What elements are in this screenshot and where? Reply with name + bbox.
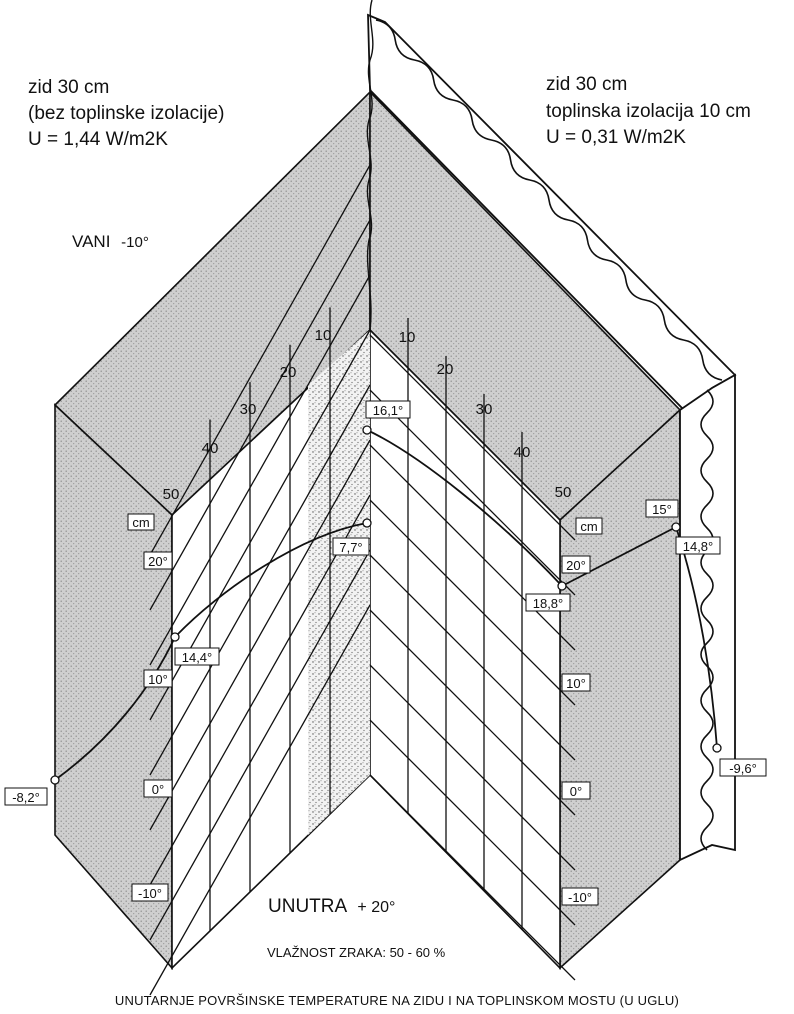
grid-left-row-1 xyxy=(149,164,371,556)
grid-right-row-4 xyxy=(369,499,576,706)
grid-right-row-9 xyxy=(369,774,576,981)
point-left-inner xyxy=(170,632,180,642)
dist-right-20: 20 xyxy=(437,361,454,378)
temp-right-m10: -10° xyxy=(568,890,592,905)
dist-left-20: 20 xyxy=(280,364,297,381)
point-right-inner xyxy=(557,581,567,591)
humidity-label: VLAŽNOST ZRAKA: 50 - 60 % xyxy=(267,945,446,960)
right-wall-line3: U = 0,31 W/m2K xyxy=(546,127,686,148)
tbox-right-0 xyxy=(561,781,591,800)
rbox-corner-uninsulated xyxy=(332,537,370,556)
tbox-right-20 xyxy=(561,555,591,574)
outside-label: VANI -10° xyxy=(72,232,149,251)
distance-scale-right: 10 20 30 40 50 xyxy=(399,329,572,501)
temp-left-m10: -10° xyxy=(138,886,162,901)
grid-right-row-6 xyxy=(369,609,576,816)
temp-right-20: 20° xyxy=(566,558,586,573)
inside-temp: + 20° xyxy=(357,899,395,916)
outside-text: VANI xyxy=(72,232,110,251)
reading-corner-uninsulated: 7,7° xyxy=(339,540,362,555)
wall-body xyxy=(53,90,682,971)
right-wall-line2: toplinska izolacija 10 cm xyxy=(546,101,751,122)
grid-right-row-7 xyxy=(369,664,576,871)
dist-left-10: 10 xyxy=(315,327,332,344)
tbox-left-10 xyxy=(143,669,173,688)
left-wall-line1: zid 30 cm xyxy=(28,77,109,98)
figure-caption: UNUTARNJE POVRŠINSKE TEMPERATURE NA ZIDU… xyxy=(115,993,679,1008)
distance-scale-left: 10 20 30 40 50 xyxy=(163,327,332,503)
point-corner-insulated xyxy=(362,425,372,435)
temp-left-0: 0° xyxy=(152,782,164,797)
temp-right-0: 0° xyxy=(570,784,582,799)
insulation-wave-top xyxy=(375,19,723,381)
grid-left-row-5 xyxy=(149,384,371,776)
boxed-labels: cm cm 20° 10° 0° -10° 20° 10° 0° -10° 16… xyxy=(4,400,767,906)
grid-left-row-7 xyxy=(149,494,371,886)
tbox-left-0 xyxy=(143,779,173,798)
tbox-left-20 xyxy=(143,551,173,570)
point-insulation-outer xyxy=(712,743,722,753)
grid-left-row-2 xyxy=(149,219,371,611)
rbox-insulation-mid xyxy=(675,536,721,555)
reading-left-inner: 14,4° xyxy=(182,650,213,665)
tbox-right-m10 xyxy=(561,887,599,906)
reading-insulation-outer: -9,6° xyxy=(729,761,757,776)
left-wall-line2: (bez toplinske izolacije) xyxy=(28,103,224,124)
unit-right: cm xyxy=(580,519,597,534)
tbox-right-10 xyxy=(561,673,591,692)
reading-insulation-mid: 14,8° xyxy=(683,539,714,554)
measurement-grid xyxy=(149,164,576,996)
dist-right-30: 30 xyxy=(476,401,493,418)
measurement-points xyxy=(50,425,722,785)
temp-left-20: 20° xyxy=(148,554,168,569)
right-wall-description: zid 30 cm toplinska izolacija 10 cm U = … xyxy=(546,74,751,148)
dist-right-40: 40 xyxy=(514,444,531,461)
point-left-outer xyxy=(50,775,60,785)
insulation-side-band xyxy=(679,373,736,862)
reading-right-inner: 18,8° xyxy=(533,596,564,611)
inside-text: UNUTRA xyxy=(268,896,347,917)
outside-temp: -10° xyxy=(121,234,149,251)
unit-box-left xyxy=(127,513,155,531)
dist-left-30: 30 xyxy=(240,401,257,418)
rbox-left-inner xyxy=(174,647,220,666)
left-wall-line3: U = 1,44 W/m2K xyxy=(28,129,168,150)
grid-right-row-2 xyxy=(369,389,576,596)
grid-right-row-5 xyxy=(369,554,576,761)
rbox-corner-insulated xyxy=(365,400,411,419)
section-break-line xyxy=(366,0,374,331)
dist-left-40: 40 xyxy=(202,440,219,457)
dist-right-10: 10 xyxy=(399,329,416,346)
inside-label: UNUTRA + 20° xyxy=(268,896,395,917)
temp-left-10: 10° xyxy=(148,672,168,687)
corner-thermal-bridge-zone xyxy=(308,330,370,835)
insulated-wall-curve xyxy=(366,429,563,587)
right-wall-line1: zid 30 cm xyxy=(546,74,627,95)
insulation-wave-top-path xyxy=(375,19,723,381)
rbox-left-outer xyxy=(4,787,48,806)
point-corner-uninsulated xyxy=(362,518,372,528)
temp-right-10: 10° xyxy=(566,676,586,691)
rbox-insulation-outer xyxy=(719,758,767,777)
grid-right-row-1 xyxy=(369,334,576,541)
grid-left-row-8 xyxy=(149,549,371,941)
unit-left: cm xyxy=(132,515,149,530)
dist-right-50: 50 xyxy=(555,484,572,501)
rbox-right-inner xyxy=(525,593,571,612)
grid-left-row-6 xyxy=(149,439,371,831)
grid-left-row-9 xyxy=(149,604,371,996)
grid-left-row-3 xyxy=(149,274,371,666)
point-insulation-inner xyxy=(671,522,681,532)
rbox-insulation-inner xyxy=(645,499,679,518)
reading-insulation-inner: 15° xyxy=(652,502,672,517)
tbox-left-m10 xyxy=(131,883,169,902)
dist-left-50: 50 xyxy=(163,486,180,503)
reading-left-outer: -8,2° xyxy=(12,790,40,805)
grid-right-row-3 xyxy=(369,444,576,651)
reading-corner-insulated: 16,1° xyxy=(373,403,404,418)
left-wall-description: zid 30 cm (bez toplinske izolacije) U = … xyxy=(28,77,224,150)
grid-right-row-8 xyxy=(369,719,576,926)
unit-box-right xyxy=(575,517,603,535)
